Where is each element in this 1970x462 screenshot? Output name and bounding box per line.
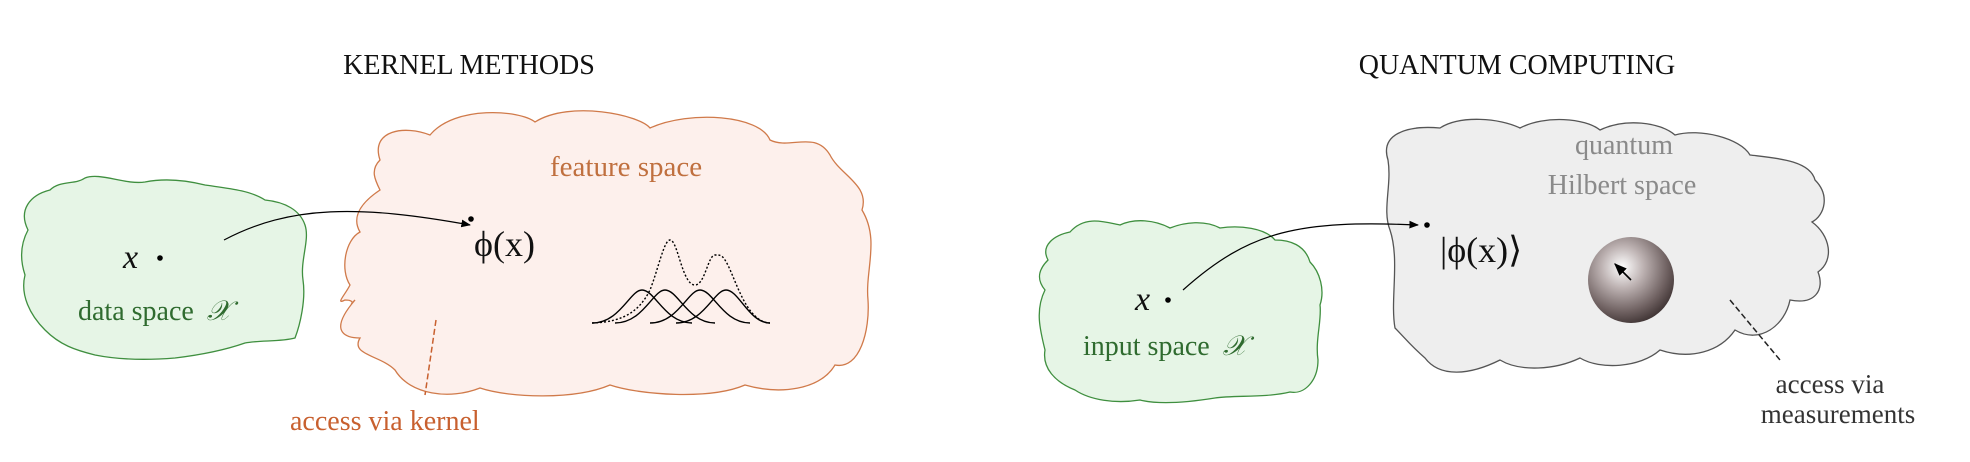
feature-point-dot bbox=[468, 216, 474, 222]
kernel-access-pointer bbox=[424, 319, 437, 396]
input-space-label: input space 𝒳 bbox=[1083, 331, 1255, 362]
quantum-state-label: |ϕ(x)⟩ bbox=[1440, 230, 1522, 270]
input-point-label: x bbox=[1134, 281, 1150, 318]
input-space-cloud bbox=[1038, 220, 1323, 404]
input-point-dot bbox=[1165, 297, 1171, 303]
kernel-access-label: access via kernel bbox=[290, 406, 480, 437]
left-title: KERNEL METHODS bbox=[343, 50, 595, 81]
measurement-access-label-line2: measurements bbox=[1761, 399, 1915, 429]
kernel-gaussians bbox=[591, 239, 771, 324]
feature-map-arrow bbox=[223, 210, 471, 241]
hilbert-space-label-line2: Hilbert space bbox=[1548, 170, 1697, 201]
hilbert-space-label-line1: quantum bbox=[1575, 130, 1673, 161]
data-point-label: x bbox=[122, 239, 138, 276]
bloch-sphere-icon bbox=[1588, 237, 1674, 323]
measurement-access-label-line1: access via bbox=[1776, 369, 1885, 399]
data-space-cloud bbox=[20, 175, 308, 360]
feature-point-label: ϕ(x) bbox=[474, 224, 535, 264]
feature-space-cloud bbox=[340, 110, 872, 397]
quantum-feature-map-arrow bbox=[1182, 220, 1419, 291]
feature-space-label: feature space bbox=[550, 151, 702, 183]
data-space-label: data space 𝒳 bbox=[78, 296, 239, 327]
quantum-state-dot bbox=[1424, 222, 1430, 228]
right-title: QUANTUM COMPUTING bbox=[1359, 50, 1676, 81]
data-point-dot bbox=[157, 255, 163, 261]
measurement-access-pointer bbox=[1729, 299, 1781, 361]
